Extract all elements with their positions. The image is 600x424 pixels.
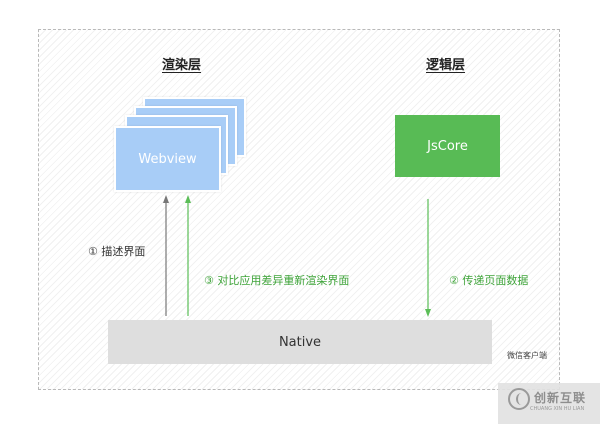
webview-box: Webview bbox=[114, 126, 221, 192]
watermark-subtext: CHUANG XIN HU LIAN bbox=[530, 406, 585, 412]
pass-data-arrowhead bbox=[425, 309, 431, 317]
watermark-brand: 创新互联 bbox=[534, 391, 587, 405]
rerender-arrowhead bbox=[185, 195, 191, 203]
native-label: Native bbox=[278, 334, 322, 350]
jscore-label: JsCore bbox=[427, 138, 468, 154]
native-box: Native bbox=[108, 320, 492, 364]
render-layer-heading: 渲染层 bbox=[162, 58, 202, 73]
jscore-box: JsCore bbox=[395, 115, 500, 177]
describe-ui-arrowhead bbox=[163, 195, 169, 203]
wechat-client-label: 微信客户端 bbox=[507, 351, 547, 360]
describe-ui-label: ① 描述界面 bbox=[88, 245, 146, 258]
webview-label: Webview bbox=[138, 151, 197, 167]
pass-data-label: ② 传递页面数据 bbox=[449, 274, 529, 287]
brand-mark-icon bbox=[508, 388, 530, 410]
logic-layer-heading: 逻辑层 bbox=[426, 58, 466, 73]
diff-rerender-label: ③ 对比应用差异重新渲染界面 bbox=[204, 274, 350, 287]
